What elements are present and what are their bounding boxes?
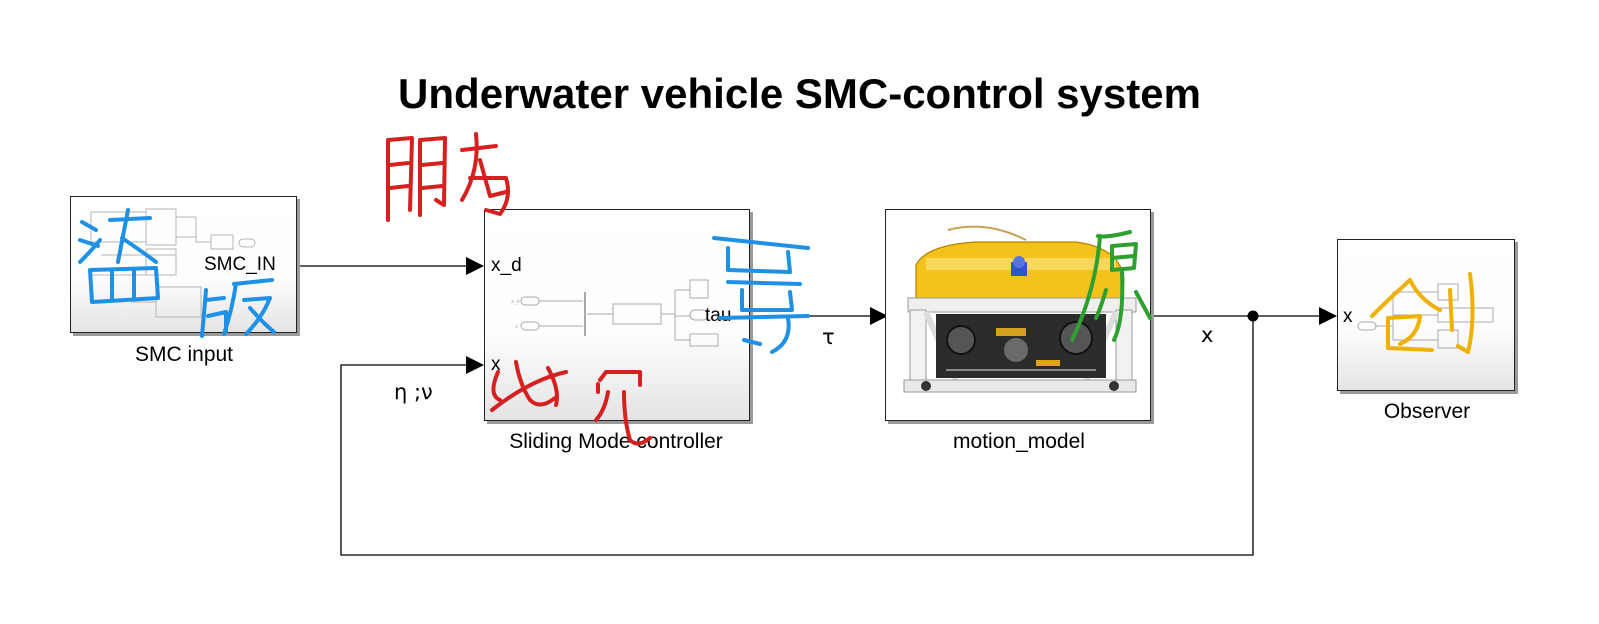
svg-text:x: x: [515, 324, 518, 330]
signal-label-feedback: η ;ν: [394, 380, 433, 404]
controller-port-tau: tau: [705, 305, 731, 327]
observer-label: Observer: [1337, 400, 1517, 424]
observer-block[interactable]: [1337, 239, 1515, 391]
signal-label-x: x: [1201, 323, 1213, 347]
smc-in-port-label: SMC_IN: [204, 254, 276, 276]
smc-input-label: SMC input: [70, 343, 298, 367]
motion-model-label: motion_model: [885, 430, 1153, 454]
controller-port-x-d: x_d: [491, 255, 522, 277]
controller-label: Sliding Mode controller: [474, 430, 758, 454]
controller-port-x: x: [491, 354, 501, 376]
observer-port-x: x: [1343, 306, 1353, 328]
arrowhead-x: [466, 356, 484, 374]
svg-text:x_d: x_d: [511, 299, 520, 305]
arrowhead-xd: [466, 257, 484, 275]
observer-preview: [1338, 240, 1514, 390]
arrowhead-observer: [1319, 307, 1337, 325]
signal-label-tau: τ: [822, 325, 835, 349]
rov-image: [886, 210, 1150, 420]
motion-model-block[interactable]: [885, 209, 1151, 421]
